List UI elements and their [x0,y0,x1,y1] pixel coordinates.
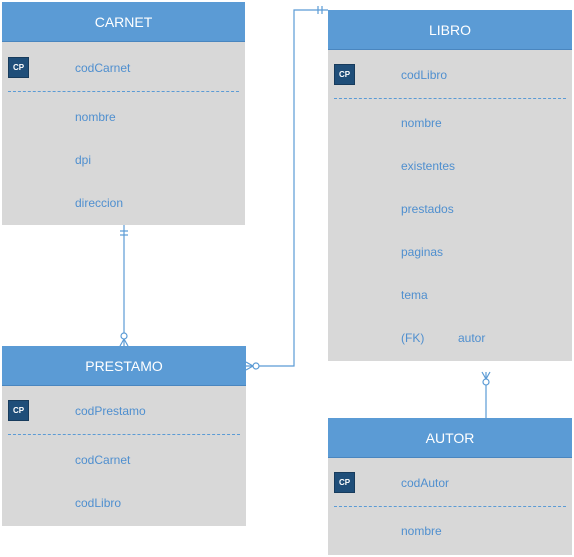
primary-key-badge: CP [8,400,29,421]
attribute-field: direccion [75,196,124,210]
crowfoot-marker [245,365,254,371]
entity-autor[interactable]: AUTOR CP codAutor nombre [328,418,572,555]
attribute-field: prestados [401,202,454,216]
primary-key-field: codCarnet [75,61,131,75]
attribute-field: paginas [401,245,444,259]
key-separator [8,434,240,435]
attribute-field: nombre [401,116,442,130]
primary-key-field: codAutor [401,476,450,490]
primary-key-badge: CP [334,472,355,493]
entity-carnet[interactable]: CARNET CP codCarnet nombre dpi direccion [2,2,245,225]
zero-marker [120,332,128,340]
key-separator [334,506,566,507]
zero-marker [482,378,490,386]
key-separator [8,91,239,92]
connector-prestamo-libro [246,9,328,367]
entity-title: LIBRO [328,10,572,50]
zero-marker [252,362,260,370]
entity-title: PRESTAMO [2,346,246,386]
entity-title: AUTOR [328,418,572,458]
crowfoot-marker [481,371,487,380]
attribute-field: dpi [75,153,92,167]
primary-key-badge: CP [8,57,29,78]
attribute-field: codLibro [75,496,122,510]
entity-prestamo[interactable]: PRESTAMO CP codPrestamo codCarnet codLib… [2,346,246,526]
crowfoot-marker [245,361,254,367]
key-separator [334,98,566,99]
attribute-field: tema [401,288,428,302]
attribute-field: nombre [401,524,442,538]
primary-key-field: codLibro [401,68,448,82]
crowfoot-marker [485,371,491,380]
primary-key-badge: CP [334,64,355,85]
entity-libro[interactable]: LIBRO CP codLibro nombre existentes pres… [328,10,572,361]
attribute-field: codCarnet [75,453,131,467]
foreign-key-field: autor [458,331,486,345]
primary-key-field: codPrestamo [75,404,146,418]
attribute-field: nombre [75,110,116,124]
entity-title: CARNET [2,2,245,42]
crowfoot-marker [123,338,129,347]
crowfoot-marker [119,338,125,347]
foreign-key-marker: (FK) [401,331,425,345]
attribute-field: existentes [401,159,456,173]
